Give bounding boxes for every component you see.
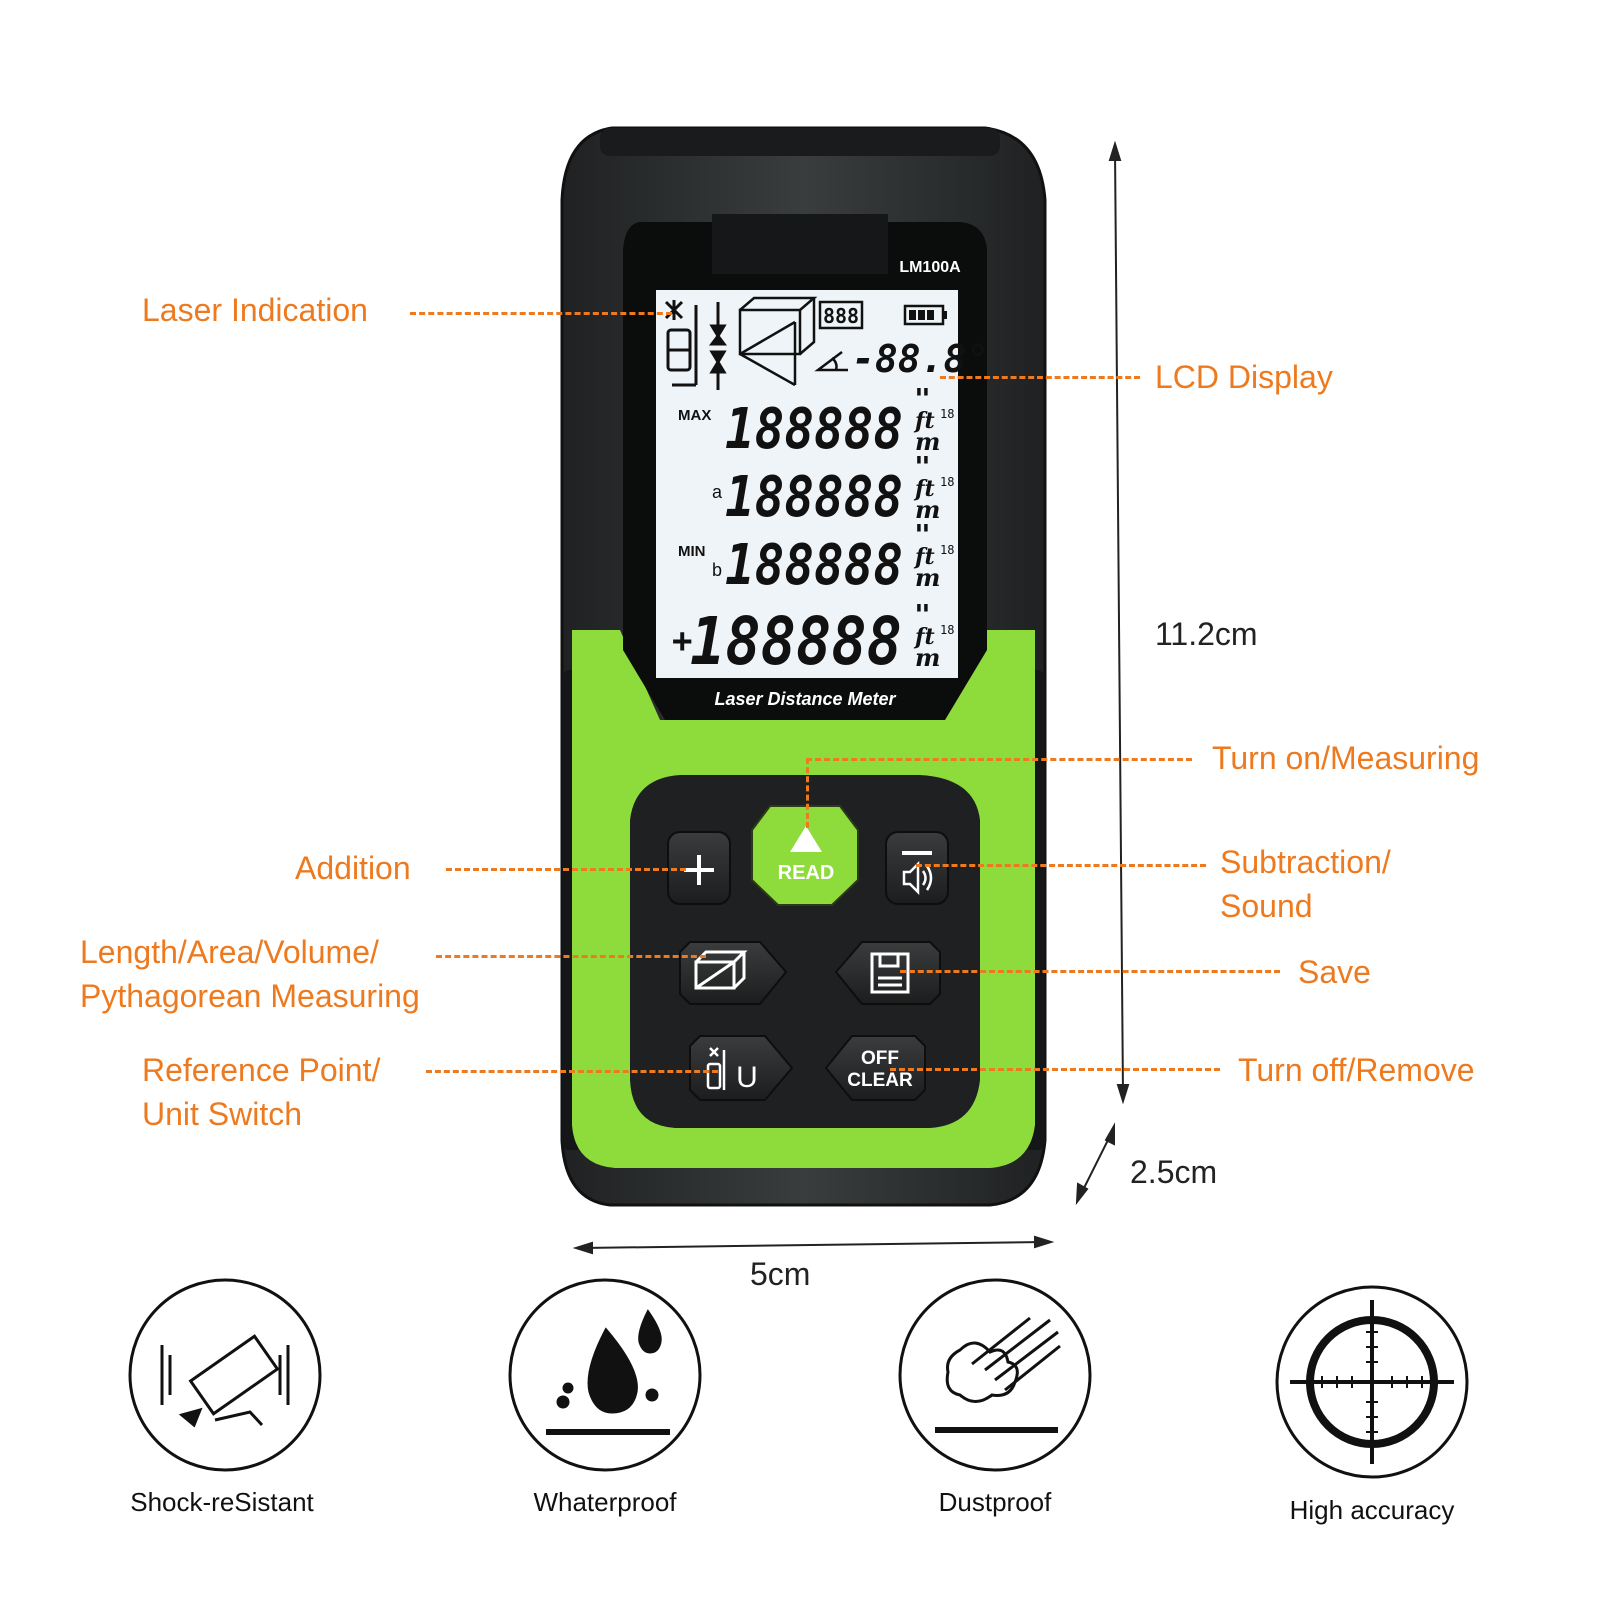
leader-subtraction xyxy=(916,864,1206,867)
dustproof-icon xyxy=(898,1278,1092,1472)
feature-label-dust: Dustproof xyxy=(938,1487,1052,1517)
lcd-row-value: 188888 xyxy=(725,465,903,530)
lcd-unit-m: m xyxy=(915,643,940,672)
lcd-row-sub: b xyxy=(712,560,722,580)
lcd-unit-digits: 18 xyxy=(940,623,954,637)
label-subtraction: Subtraction/ xyxy=(1220,844,1391,880)
lcd-inch-mark: " xyxy=(914,382,931,415)
floppy-disk-icon xyxy=(870,952,910,994)
label-turn-off: Turn off/Remove xyxy=(1238,1052,1475,1088)
leader-length xyxy=(436,955,706,958)
model-name: LM100A xyxy=(899,259,961,276)
crosshair-icon xyxy=(1275,1285,1469,1479)
leader-reference xyxy=(426,1070,718,1073)
leader-save xyxy=(900,970,1280,973)
off-label: OFF xyxy=(861,1048,899,1069)
feature-label-accuracy: High accuracy xyxy=(1289,1495,1455,1525)
lcd-row-tag: MAX xyxy=(678,407,711,424)
shock-resistant-icon xyxy=(128,1278,322,1472)
label-laser-indication: Laser Indication xyxy=(142,292,368,328)
leader-turn-on-drop xyxy=(806,758,809,828)
lcd-unit-ft: ft xyxy=(913,544,935,570)
lcd-unit-ft: ft xyxy=(913,476,935,502)
leader-addition xyxy=(446,868,686,871)
device-tagline: Laser Distance Meter xyxy=(714,689,896,709)
label-turn-on: Turn on/Measuring xyxy=(1212,740,1480,776)
label-lcd-display: LCD Display xyxy=(1155,359,1333,395)
lcd-inch-mark: " xyxy=(914,518,931,551)
lcd-unit-m: m xyxy=(915,563,940,592)
waterproof-icon xyxy=(508,1278,702,1472)
memory-counter-box xyxy=(818,300,864,330)
lcd-unit-digits: 18 xyxy=(940,407,954,421)
lcd-row-value: 188888 xyxy=(725,533,903,598)
lcd-row-sign: + xyxy=(672,621,692,661)
read-button-label: READ xyxy=(778,862,835,884)
label-length-area-volume: Length/Area/Volume/ xyxy=(80,934,379,970)
plus-icon xyxy=(684,855,714,885)
lcd-inch-mark: " xyxy=(914,598,931,631)
lcd-unit-ft: ft xyxy=(913,408,935,434)
lcd-screen xyxy=(656,290,958,678)
label-addition: Addition xyxy=(295,850,411,886)
addition-button[interactable] xyxy=(667,831,731,905)
angle-icon xyxy=(814,351,848,372)
label-save: Save xyxy=(1298,954,1371,990)
reference-arrows-icon xyxy=(709,302,727,390)
lcd-row-value: 188888 xyxy=(725,397,903,462)
lcd-unit-ft: ft xyxy=(913,624,935,650)
laser-indicator-icon xyxy=(664,300,698,387)
lcd-inch-mark: " xyxy=(914,450,931,483)
measure-mode-button[interactable] xyxy=(679,941,788,1005)
dimension-width: 5cm xyxy=(750,1256,811,1292)
leader-laser-indication xyxy=(410,312,672,315)
width-dimension-arrow xyxy=(572,1235,1055,1255)
dimension-depth: 2.5cm xyxy=(1130,1154,1218,1190)
memory-counter: 888 xyxy=(823,304,859,328)
clear-label: CLEAR xyxy=(847,1070,913,1091)
leader-turn-off xyxy=(890,1068,1220,1071)
unit-switch-label: U xyxy=(736,1061,758,1094)
off-clear-button[interactable]: OFF CLEAR xyxy=(824,1035,926,1101)
lcd-unit-digits: 18 xyxy=(940,543,954,557)
speaker-icon xyxy=(902,860,933,896)
lcd-unit-m: m xyxy=(915,427,940,456)
dimension-height: 11.2cm xyxy=(1155,616,1258,652)
lcd-row-tag: MIN xyxy=(678,543,706,560)
reference-unit-button[interactable]: U xyxy=(689,1035,794,1101)
lcd-unit-m: m xyxy=(915,495,940,524)
read-button[interactable]: READ xyxy=(751,805,859,906)
area-volume-icon xyxy=(738,296,818,387)
label-sound: Sound xyxy=(1220,888,1313,924)
leader-lcd-display xyxy=(940,376,1140,379)
leader-turn-on xyxy=(806,758,1192,761)
label-unit-switch: Unit Switch xyxy=(142,1096,303,1132)
lcd-unit-digits: 18 xyxy=(940,475,954,489)
height-dimension-arrow xyxy=(1108,140,1130,1105)
reference-point-icon xyxy=(706,1047,726,1090)
save-button[interactable] xyxy=(834,941,941,1005)
battery-icon xyxy=(903,304,947,326)
depth-dimension-arrow xyxy=(1075,1122,1115,1206)
subtraction-sound-button[interactable] xyxy=(885,831,949,905)
label-pythagorean: Pythagorean Measuring xyxy=(80,978,420,1014)
feature-label-shock: Shock-reSistant xyxy=(130,1487,314,1517)
lcd-row-tag: a xyxy=(712,482,723,502)
lcd-angle: -88.8° xyxy=(852,337,989,381)
feature-label-water: Whaterproof xyxy=(533,1487,677,1517)
lcd-row-value: 188888 xyxy=(690,603,902,680)
label-reference-point: Reference Point/ xyxy=(142,1052,381,1088)
